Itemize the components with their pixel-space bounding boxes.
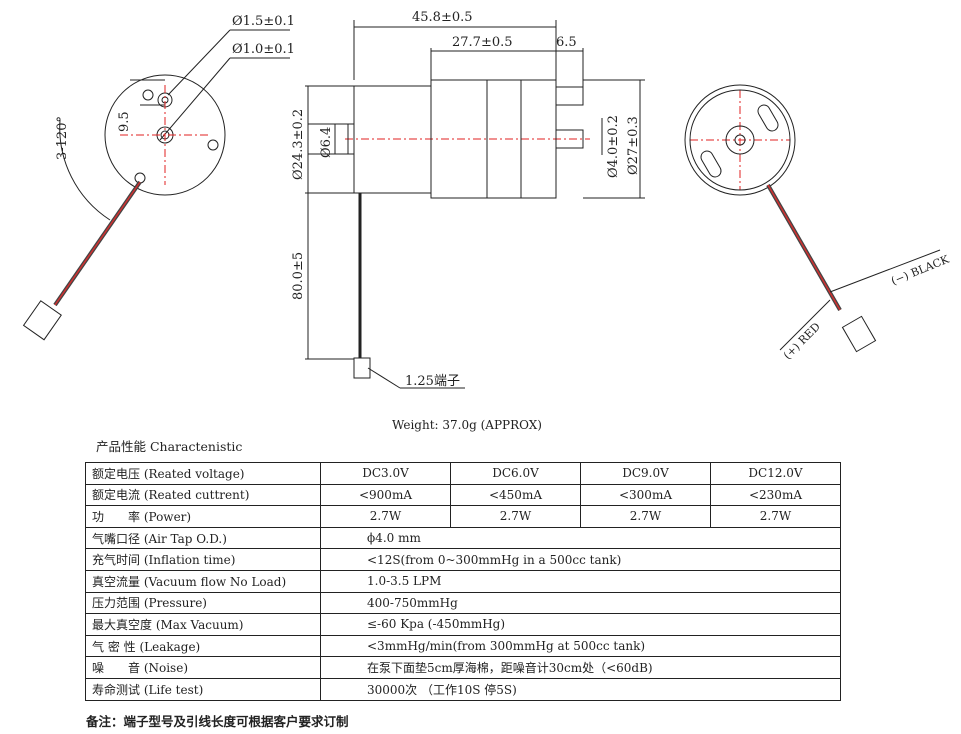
row-value: <12S(from 0~300mmHg in a 500cc tank) — [320, 548, 841, 571]
row-value: 2.7W — [580, 505, 711, 528]
row-value: <900mA — [320, 483, 451, 507]
row-label: 最大真空度 (Max Vacuum) — [85, 613, 321, 636]
table-row: 真空流量 (Vacuum flow No Load)1.0-3.5 LPM — [85, 569, 841, 593]
row-value: DC6.0V — [450, 462, 581, 485]
row-label: 额定电流 (Reated cuttrent) — [85, 483, 321, 507]
row-value: <450mA — [450, 483, 581, 507]
row-label: 额定电压 (Reated voltage) — [85, 462, 321, 485]
weight-label: Weight: 37.0g (APPROX) — [392, 418, 542, 432]
dim-motor-diameter: Ø24.3±0.2 — [291, 109, 306, 180]
row-value: 2.7W — [710, 505, 841, 528]
table-row: 气 密 性 (Leakage)<3mmHg/min(from 300mmHg a… — [85, 634, 841, 658]
side-view — [305, 20, 645, 389]
row-value: 2.7W — [450, 505, 581, 528]
terminal-label: 1.25端子 — [405, 374, 460, 389]
row-value: 30000次 （工作10S 停5S) — [320, 677, 841, 701]
row-value: 在泵下面垫5cm厚海棉，距噪音计30cm处（<60dB) — [320, 656, 841, 679]
row-label: 真空流量 (Vacuum flow No Load) — [85, 569, 321, 593]
dim-nozzle-length: 6.5 — [556, 35, 577, 50]
row-value: <3mmHg/min(from 300mmHg at 500cc tank) — [320, 634, 841, 658]
red-wire-label: (+) RED — [781, 320, 823, 362]
dim-spacing: 9.5 — [117, 111, 132, 132]
row-value: 400-750mmHg — [320, 591, 841, 615]
dim-total-length: 45.8±0.5 — [412, 10, 473, 25]
dim-angle: 3-120° — [55, 116, 70, 160]
dim-hole1: Ø1.5±0.1 — [232, 14, 295, 29]
row-value: ϕ4.0 mm — [320, 526, 841, 550]
row-label: 气 密 性 (Leakage) — [85, 634, 321, 658]
dim-nozzle-diameter: Ø4.0±0.2 — [606, 115, 621, 178]
row-value: ≤-60 Kpa (-450mmHg) — [320, 613, 841, 636]
row-value: 1.0-3.5 LPM — [320, 569, 841, 593]
table-row: 压力范围 (Pressure)400-750mmHg — [85, 591, 841, 615]
row-label: 压力范围 (Pressure) — [85, 591, 321, 615]
dim-shaft-diameter: Ø6.4 — [319, 127, 334, 158]
right-end-view — [684, 84, 941, 353]
row-value: <230mA — [710, 483, 841, 507]
row-label: 噪 音 (Noise) — [85, 656, 321, 679]
footnote: 备注：端子型号及引线长度可根据客户要求订制 — [86, 714, 349, 729]
table-row: 额定电流 (Reated cuttrent)<900mA<450mA<300mA… — [85, 483, 841, 507]
row-label: 寿命测试 (Life test) — [85, 677, 321, 701]
row-value: DC12.0V — [710, 462, 841, 485]
dim-pump-diameter: Ø27±0.3 — [626, 116, 641, 175]
characteristic-title: 产品性能 Charactenistic — [96, 439, 243, 454]
row-label: 气嘴口径 (Air Tap O.D.) — [85, 526, 321, 550]
row-label: 充气时间 (Inflation time) — [85, 548, 321, 571]
row-label: 功 率 (Power) — [85, 505, 321, 528]
row-value: <300mA — [580, 483, 711, 507]
table-row: 噪 音 (Noise)在泵下面垫5cm厚海棉，距噪音计30cm处（<60dB) — [85, 656, 841, 679]
centerline — [120, 85, 790, 190]
table-row: 寿命测试 (Life test)30000次 （工作10S 停5S) — [85, 677, 841, 701]
table-row: 气嘴口径 (Air Tap O.D.)ϕ4.0 mm — [85, 526, 841, 550]
row-value: DC9.0V — [580, 462, 711, 485]
row-value: 2.7W — [320, 505, 451, 528]
row-value: DC3.0V — [320, 462, 451, 485]
dim-pump-length: 27.7±0.5 — [452, 35, 513, 50]
table-row: 充气时间 (Inflation time)<12S(from 0~300mmHg… — [85, 548, 841, 571]
table-row: 最大真空度 (Max Vacuum)≤-60 Kpa (-450mmHg) — [85, 613, 841, 636]
dim-wire-length: 80.0±5 — [291, 252, 306, 300]
dim-hole2: Ø1.0±0.1 — [232, 42, 295, 57]
technical-drawing: Ø1.5±0.1 Ø1.0±0.1 3-120° 9.5 45.8±0.5 27… — [22, 10, 952, 389]
left-end-view — [22, 29, 290, 341]
